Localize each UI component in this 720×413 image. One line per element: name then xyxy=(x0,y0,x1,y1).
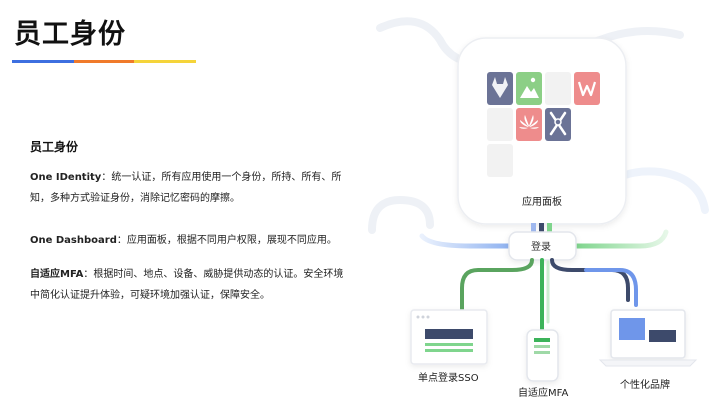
feature-one-identity: One IDentity：统一认证，所有应用使用一个身份，所持、所有、所知，多种… xyxy=(30,167,348,209)
connector-stub xyxy=(531,223,536,232)
flow-to-brand-blue xyxy=(584,268,638,307)
flow-line-right xyxy=(573,229,669,249)
mfa-label: 自适应MFA xyxy=(518,388,569,399)
flow-to-brand-dark xyxy=(550,258,630,302)
blank-tile xyxy=(487,144,513,177)
page-title: 员工身份 xyxy=(14,19,126,50)
image-icon xyxy=(516,72,542,105)
section-heading: 员工身份 xyxy=(30,140,79,154)
feature-text: ：应用面板，根据不同用户权限，展现不同应用。 xyxy=(116,235,337,246)
feature-adaptive-mfa: 自适应MFA：根据时间、地点、设备、威胁提供动态的认证。安全环境中简化认证提升体… xyxy=(30,264,348,306)
brand-label: 个性化品牌 xyxy=(620,380,670,391)
sso-label: 单点登录SSO xyxy=(418,373,479,384)
huawei-icon xyxy=(516,108,542,141)
mfa-phone xyxy=(526,329,559,382)
flow-line-left xyxy=(419,233,512,249)
feature-text: ：根据时间、地点、设备、威胁提供动态的认证。安全环境中简化认证提升体验，可疑环境… xyxy=(30,269,344,301)
connector-stub xyxy=(547,223,552,232)
title-underline-blue xyxy=(12,60,74,63)
feature-text: ：统一认证，所有应用使用一个身份，所持、所有、所知，多种方式验证身份，消除记忆密… xyxy=(30,172,342,204)
feature-term: One Dashboard xyxy=(30,235,117,246)
title-underline-orange xyxy=(74,60,134,63)
blank-tile xyxy=(487,108,513,141)
bg-curve-left xyxy=(368,195,434,234)
flow-to-sso xyxy=(460,258,534,320)
bg-curve-right xyxy=(621,167,709,214)
title-underline-yellow xyxy=(134,60,196,63)
app-panel-label: 应用面板 xyxy=(522,197,562,208)
blank-tile xyxy=(545,72,571,105)
connector-stub xyxy=(539,223,544,232)
feature-one-dashboard: One Dashboard：应用面板，根据不同用户权限，展现不同应用。 xyxy=(30,230,348,251)
feature-term: 自适应MFA xyxy=(30,269,84,280)
feature-term: One IDentity xyxy=(30,172,102,183)
login-label[interactable]: 登录 xyxy=(531,242,551,253)
